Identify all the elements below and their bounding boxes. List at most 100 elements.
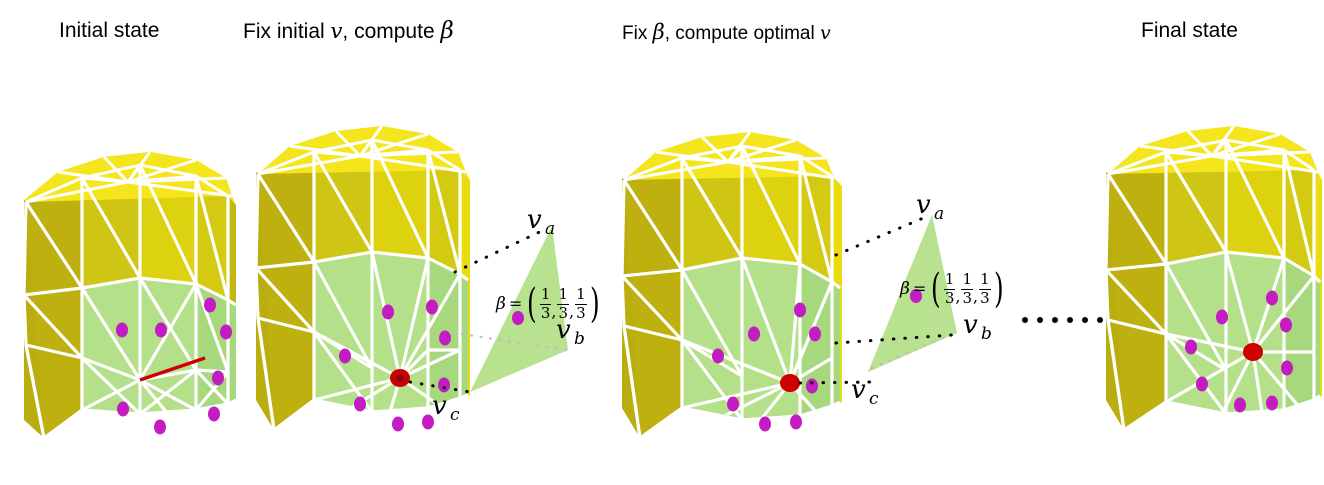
sample-dot xyxy=(1216,309,1228,325)
cyl1-red-edge xyxy=(139,356,206,382)
title-var-v: v xyxy=(330,19,343,43)
cyl3-sample-dots xyxy=(712,302,821,432)
sample-dot xyxy=(212,370,224,386)
sample-dot xyxy=(1281,360,1293,376)
cyl2-sample-dots xyxy=(339,299,451,432)
sample-dot xyxy=(117,401,129,417)
inset2-label-vc: v xyxy=(432,391,447,421)
beta2-bar-3 xyxy=(979,288,991,291)
beta-open-paren: ( xyxy=(527,281,537,327)
beta2-den-3: 3 xyxy=(980,289,990,308)
inset3-leader-vb xyxy=(834,333,954,345)
beta-comma-1: , xyxy=(551,301,557,321)
sample-dot xyxy=(759,416,771,432)
cyl1-body-left xyxy=(26,178,82,438)
beta2-comma-2: , xyxy=(973,286,979,306)
sample-dot xyxy=(1266,290,1278,306)
cyl2-body-edges xyxy=(254,139,469,432)
cyl4-red-vertex xyxy=(1243,343,1263,361)
ellipsis-dot xyxy=(1097,317,1103,323)
cyl4-sample-dots xyxy=(1185,290,1293,413)
beta-formula-panel3: β = ( 1 3 , 1 3 , 1 3 ) xyxy=(900,266,1006,312)
sample-dot xyxy=(1234,397,1246,413)
beta-fraction-2: 1 3 xyxy=(557,285,570,323)
cyl3-body-left xyxy=(624,158,682,438)
beta-bar-3 xyxy=(575,303,587,306)
ellipsis-dot xyxy=(1022,317,1028,323)
beta-num-3: 1 xyxy=(576,285,586,303)
progression-ellipsis xyxy=(1022,317,1103,323)
ellipsis-dot xyxy=(1067,317,1073,323)
cyl2-green-band xyxy=(314,252,460,412)
inset2-label-vc-sub: c xyxy=(450,405,460,425)
inset3-leader-va xyxy=(834,214,930,257)
title-text-initial: Initial state xyxy=(59,19,160,42)
cylinder-compute-optimal-v: v a v b v c xyxy=(620,131,992,440)
sample-dot xyxy=(382,304,394,320)
beta-equals: = xyxy=(508,294,523,314)
inset3-label-vb-sub: b xyxy=(981,324,992,344)
beta2-fraction-2: 1 3 xyxy=(961,270,974,307)
cyl4-green-band xyxy=(1166,252,1314,414)
inset2-label-va-sub: a xyxy=(545,219,555,239)
inset3-leader-vc xyxy=(798,380,874,385)
beta-symbol-2: β xyxy=(900,278,910,299)
beta-den-2: 3 xyxy=(558,304,569,323)
sample-dot xyxy=(208,406,220,422)
sample-dot xyxy=(712,348,724,364)
beta-close-paren-2: ) xyxy=(993,266,1004,312)
inset3-centroid-dot xyxy=(910,289,922,303)
beta-num-2: 1 xyxy=(558,285,569,303)
title-part-compute: , compute xyxy=(342,20,441,43)
inset3-label-vc-sub: c xyxy=(869,389,879,409)
sample-dot xyxy=(354,396,366,412)
inset2-label-va: v xyxy=(527,205,542,235)
sample-dot xyxy=(439,330,451,346)
sample-dot xyxy=(392,416,404,432)
beta-close-paren: ) xyxy=(589,281,600,327)
sample-dot xyxy=(426,299,438,315)
beta-den-1: 3 xyxy=(540,304,551,323)
beta2-num-3: 1 xyxy=(980,270,990,288)
sample-dot xyxy=(790,414,802,430)
cyl4-top-edges xyxy=(1107,125,1319,176)
cyl4-body-edges xyxy=(1104,139,1322,432)
cyl1-body-edges xyxy=(22,164,237,440)
sample-dot xyxy=(806,378,818,394)
sample-dot xyxy=(116,322,128,338)
sample-dot xyxy=(155,322,167,338)
red-vertex-outer xyxy=(780,374,800,392)
sample-dot xyxy=(422,414,434,430)
sample-dot xyxy=(1185,339,1197,355)
cyl4-green-band-right xyxy=(1284,258,1320,410)
sample-dot xyxy=(339,348,351,364)
red-vertex-outer xyxy=(1243,343,1263,361)
beta-fraction-3: 1 3 xyxy=(575,285,587,322)
title-part-fix-initial: Fix initial xyxy=(243,20,331,43)
beta-comma-2: , xyxy=(569,301,575,321)
beta2-fraction-3: 1 3 xyxy=(979,270,991,308)
sample-dot xyxy=(727,396,739,412)
cyl1-sample-dots xyxy=(116,297,232,435)
inset2-leader-vc xyxy=(408,380,472,394)
sample-dot xyxy=(1280,317,1292,333)
title-part-fix: Fix xyxy=(622,23,653,44)
sample-dot xyxy=(204,297,216,313)
inset3-label-va-sub: a xyxy=(934,204,944,224)
panel-title-fix-beta-compute-v: Fix β, compute optimal v xyxy=(622,22,831,44)
cyl4-body-left xyxy=(1108,152,1166,430)
sample-dot xyxy=(220,324,232,340)
inset2-label-vb: v xyxy=(556,315,571,345)
cylinder-initial-state xyxy=(22,151,237,440)
panel-title-initial-state: Initial state xyxy=(59,20,159,41)
sample-dot xyxy=(154,419,166,435)
sample-dot xyxy=(1266,395,1278,411)
ellipsis-dot xyxy=(1082,317,1088,323)
cyl2-red-vertex xyxy=(390,369,410,387)
inset2-label-vb-sub: b xyxy=(574,329,585,349)
beta2-num-2: 1 xyxy=(962,270,973,288)
cyl2-body-left xyxy=(258,152,314,430)
beta2-bar-1 xyxy=(943,288,956,291)
cyl3-red-vertex xyxy=(780,374,800,392)
